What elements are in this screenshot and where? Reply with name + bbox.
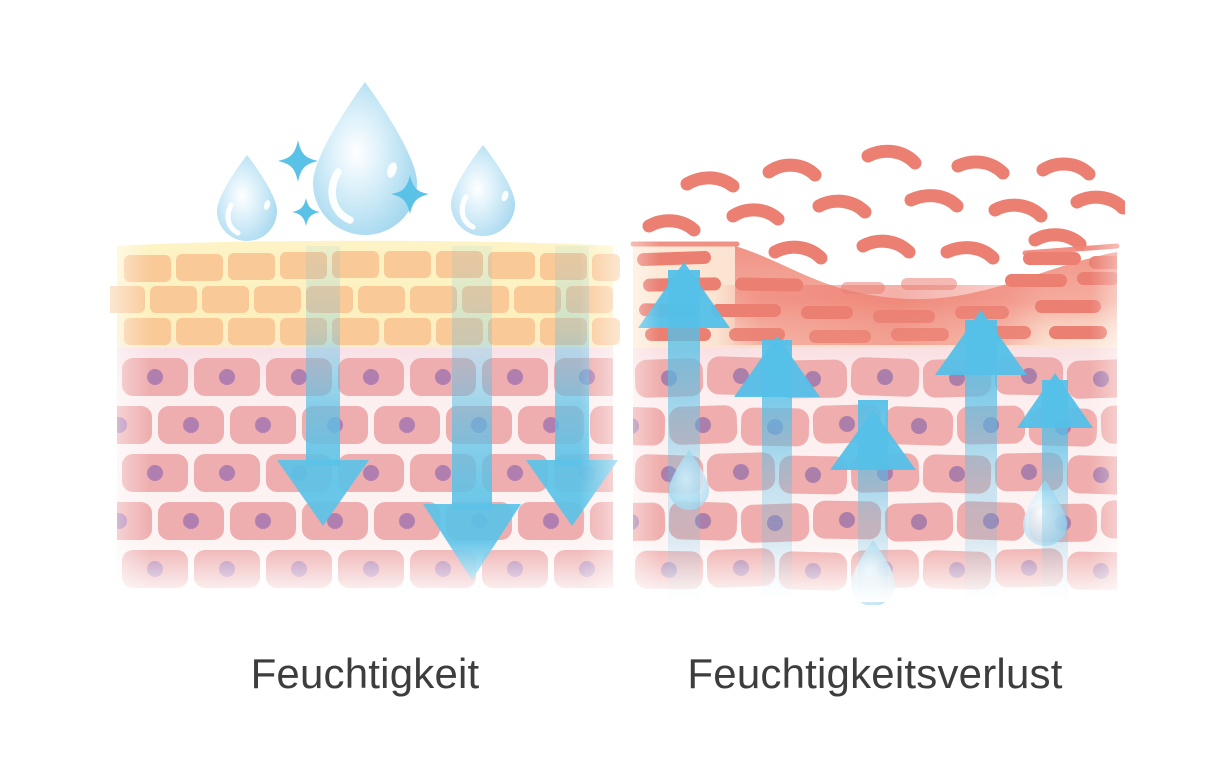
water-droplet-large-center: [313, 82, 417, 235]
caption-dehydrated: Feuchtigkeitsverlust: [687, 650, 1063, 697]
hydrated-skin-graphic: [110, 82, 620, 602]
sparkle-icon: [292, 198, 320, 226]
water-droplet-group: [217, 82, 515, 241]
dehydrated-skin-graphic: [625, 144, 1125, 605]
caption-hydrated: Feuchtigkeit: [250, 650, 480, 697]
panel-dehydrated-skin: [625, 60, 1125, 605]
panel-hydrated-skin: [110, 60, 620, 605]
sparkle-icon: [278, 140, 318, 182]
sparkle-icon-group: [278, 140, 429, 226]
water-droplet-small-left: [217, 155, 277, 241]
sparkle-icon: [391, 175, 429, 214]
water-droplet-small-right: [451, 145, 515, 236]
skin-flake-detached-group: [642, 144, 1125, 269]
skin-block-dehydrated: [625, 240, 1125, 605]
skin-block-hydrated: [110, 240, 620, 602]
